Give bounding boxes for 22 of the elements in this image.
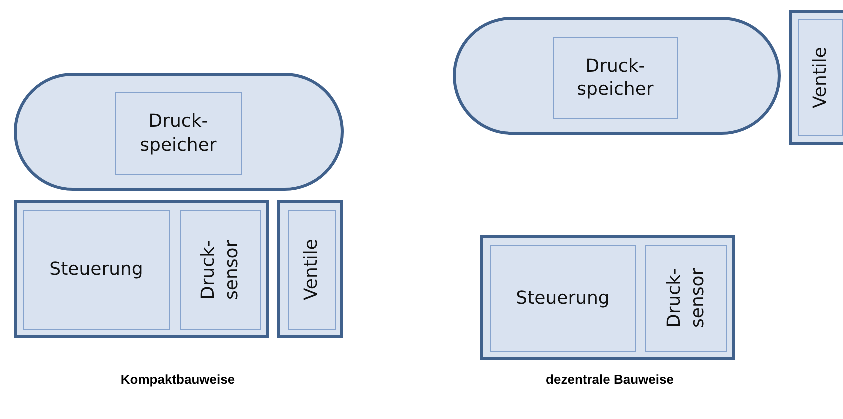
frame-box — [789, 10, 843, 145]
caption: Kompaktbauweise — [120, 372, 236, 387]
frame-box — [480, 235, 735, 360]
node-label: Druck- sensor — [197, 239, 244, 302]
node-label: Ventile — [808, 46, 832, 108]
component-box — [798, 19, 843, 136]
component-box — [288, 210, 336, 330]
node-label: Druck- speicher — [576, 54, 655, 102]
frame-box — [277, 200, 343, 338]
component-box — [180, 210, 261, 330]
node-label: Druck- sensor — [662, 267, 709, 330]
frame-box — [14, 200, 269, 338]
component-box — [490, 245, 636, 352]
component-box — [115, 92, 242, 175]
component-box — [23, 210, 170, 330]
node-label: Steuerung — [50, 258, 144, 282]
node-label: Steuerung — [516, 286, 610, 310]
node-label: Ventile — [300, 239, 324, 301]
component-box — [645, 245, 727, 352]
node-label: Druck- speicher — [139, 110, 218, 157]
component-box — [553, 37, 678, 119]
caption: dezentrale Bauweise — [546, 372, 674, 387]
